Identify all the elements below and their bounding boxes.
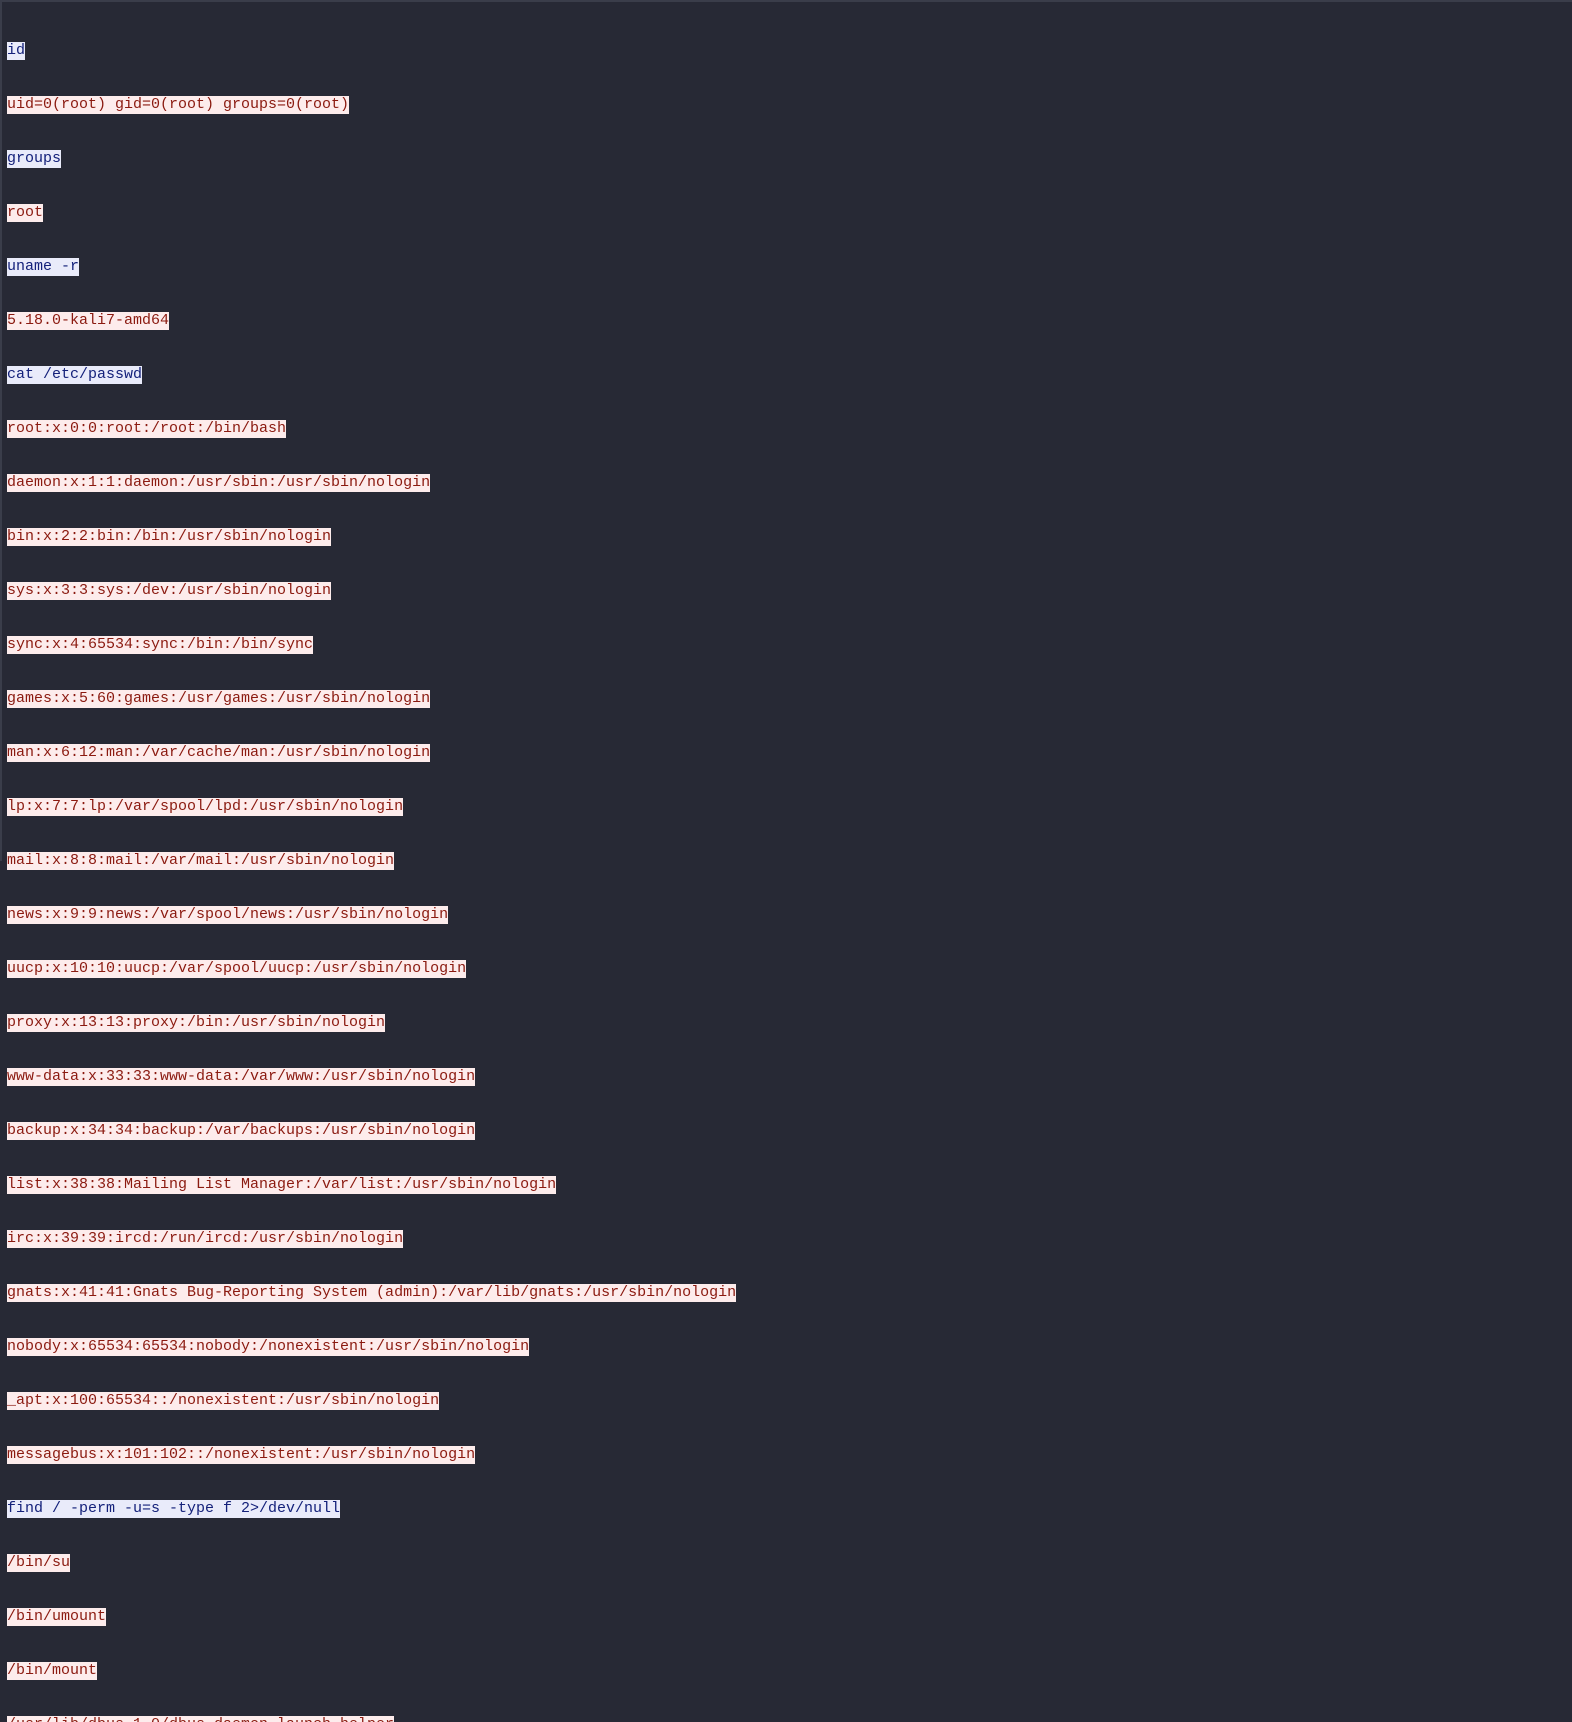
output-line: proxy:x:13:13:proxy:/bin:/usr/sbin/nolog… <box>7 1014 386 1032</box>
output-line: /bin/su <box>7 1554 71 1572</box>
output-line: /bin/mount <box>7 1662 98 1680</box>
output-line: _apt:x:100:65534::/nonexistent:/usr/sbin… <box>7 1392 440 1410</box>
command-line: cat /etc/passwd <box>7 366 143 384</box>
output-line: /bin/umount <box>7 1608 107 1626</box>
output-line: root <box>7 204 44 222</box>
output-line: man:x:6:12:man:/var/cache/man:/usr/sbin/… <box>7 744 431 762</box>
output-line: messagebus:x:101:102::/nonexistent:/usr/… <box>7 1446 476 1464</box>
command-line: find / -perm -u=s -type f 2>/dev/null <box>7 1500 341 1518</box>
output-line: uucp:x:10:10:uucp:/var/spool/uucp:/usr/s… <box>7 960 467 978</box>
output-line: www-data:x:33:33:www-data:/var/www:/usr/… <box>7 1068 476 1086</box>
output-line: /usr/lib/dbus-1.0/dbus-daemon-launch-hel… <box>7 1716 1572 1722</box>
output-line: irc:x:39:39:ircd:/run/ircd:/usr/sbin/nol… <box>7 1230 404 1248</box>
output-line: 5.18.0-kali7-amd64 <box>7 312 170 330</box>
output-line: mail:x:8:8:mail:/var/mail:/usr/sbin/nolo… <box>7 852 395 870</box>
output-line: root:x:0:0:root:/root:/bin/bash <box>7 420 287 438</box>
command-line: groups <box>7 150 62 168</box>
command-line: id <box>7 42 26 60</box>
output-line: bin:x:2:2:bin:/bin:/usr/sbin/nologin <box>7 528 332 546</box>
output-line: daemon:x:1:1:daemon:/usr/sbin:/usr/sbin/… <box>7 474 431 492</box>
output-line: lp:x:7:7:lp:/var/spool/lpd:/usr/sbin/nol… <box>7 798 404 816</box>
output-line: news:x:9:9:news:/var/spool/news:/usr/sbi… <box>7 906 449 924</box>
output-line: list:x:38:38:Mailing List Manager:/var/l… <box>7 1176 557 1194</box>
output-line: backup:x:34:34:backup:/var/backups:/usr/… <box>7 1122 476 1140</box>
output-line: sync:x:4:65534:sync:/bin:/bin/sync <box>7 636 314 654</box>
output-line: games:x:5:60:games:/usr/games:/usr/sbin/… <box>7 690 431 708</box>
terminal-log: id uid=0(root) gid=0(root) groups=0(root… <box>7 6 1572 1722</box>
output-line: uid=0(root) gid=0(root) groups=0(root) <box>7 96 350 114</box>
output-line: gnats:x:41:41:Gnats Bug-Reporting System… <box>7 1284 737 1302</box>
command-line: uname -r <box>7 258 80 276</box>
output-line: nobody:x:65534:65534:nobody:/nonexistent… <box>7 1338 530 1356</box>
output-line: sys:x:3:3:sys:/dev:/usr/sbin/nologin <box>7 582 332 600</box>
